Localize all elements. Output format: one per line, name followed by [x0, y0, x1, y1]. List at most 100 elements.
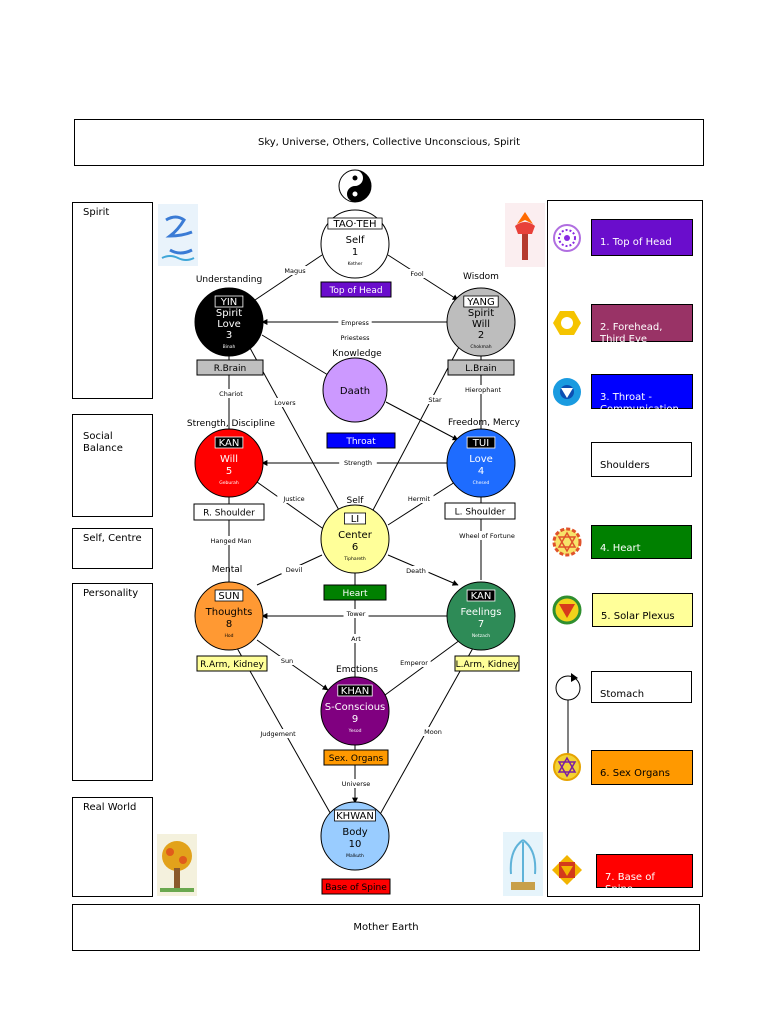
path-label-bg [424, 395, 446, 404]
body-tag-box [321, 878, 391, 895]
path-label: Death [406, 567, 426, 575]
sephira-tag: LI [351, 514, 360, 525]
sephira-tag: TUI [472, 438, 489, 449]
body-tag: R.Brain [196, 359, 264, 376]
body-tag-box [454, 655, 520, 672]
path-label-bg [208, 536, 254, 545]
path-label-bg [338, 318, 372, 327]
sephira-name: Self [346, 235, 365, 246]
sephira-daath: Daath [322, 357, 388, 423]
path-label-bg [339, 458, 377, 467]
side-label-text: Self, Centre [83, 533, 142, 544]
spirit-art-icon [158, 204, 198, 266]
legend-shoulders: Shoulders [591, 442, 692, 477]
sephira-hebrew-name: Binah [223, 344, 236, 350]
side-label-personality: Personality [72, 583, 153, 781]
body-tag-text: Base of Spine [325, 883, 387, 893]
path-label-bg [404, 494, 434, 503]
path-label: Justice [282, 495, 304, 503]
throat-chakra-icon [553, 378, 581, 406]
sephira-name: Will [220, 454, 238, 465]
sephira-tag-box [327, 217, 383, 230]
legend-text: 4. Heart [600, 543, 641, 554]
sephira-tag: YIN [220, 297, 238, 308]
path-label-bg [257, 729, 299, 738]
body-tag-text: Throat [345, 437, 376, 447]
sephira-tag-box [214, 295, 244, 308]
sephira-name-2: Will [472, 319, 490, 330]
path-star [371, 344, 461, 513]
body-tag-text: R.Arm, Kidney [200, 660, 264, 670]
path-label-bg [451, 531, 523, 540]
sephira-tag: YANG [466, 297, 494, 308]
sephira-heading: Strength, Discipline [187, 419, 276, 429]
body-tag-text: L. Shoulder [455, 508, 506, 518]
sephira-heading: Emotions [336, 665, 378, 675]
sephira-hebrew-name: Malkuth [346, 853, 364, 859]
sephira-circle [446, 581, 516, 651]
path-label: Wheel of Fortune [459, 532, 515, 540]
sephira-name: Thoughts [205, 607, 253, 618]
side-label-text: Personality [83, 588, 139, 599]
path-label-bg [334, 333, 376, 342]
body-tag: R. Shoulder [193, 503, 265, 521]
sephira-number: 6 [352, 542, 358, 553]
heart-chakra-icon [552, 527, 582, 557]
legend-heart: 4. Heart [591, 525, 692, 559]
body-tag-box [444, 502, 516, 520]
sephira-circle [320, 504, 390, 574]
sephira-heading: Knowledge [332, 349, 382, 359]
path-label: Sun [281, 657, 293, 665]
sephira-circle [194, 287, 264, 357]
path-label-bg [460, 385, 506, 394]
path-justice [256, 481, 326, 531]
path-label-bg [347, 634, 365, 643]
sephira-number: 7 [478, 619, 484, 630]
sephira-name: Daath [340, 386, 370, 397]
sephira-heading: Understanding [196, 275, 262, 285]
sephiroth-nodes: TAO·TEHSelf1KetherYINSpiritLove3BinahYAN… [194, 209, 516, 871]
sephira-number: 2 [478, 330, 484, 341]
sephira-number: 9 [352, 714, 358, 725]
body-tag: Heart [323, 584, 387, 601]
solar-plexus-chakra-icon [552, 595, 582, 625]
path-label: Tower [346, 610, 366, 618]
sephira-tag: KAN [471, 591, 492, 602]
body-tag-text: Top of Head [328, 286, 382, 296]
root-chakra-icon [552, 855, 582, 885]
sephira-tag: SUN [218, 591, 239, 602]
legend-sex-organs: 6. Sex Organs [591, 750, 693, 785]
path-label: Devil [286, 566, 303, 574]
path-emperor [384, 639, 461, 696]
path-label: Empress [341, 319, 369, 327]
top-banner: Sky, Universe, Others, Collective Uncons… [74, 119, 704, 166]
path-hermit [387, 481, 456, 526]
path-label: Priestess [341, 334, 371, 342]
top-banner-text: Sky, Universe, Others, Collective Uncons… [257, 137, 521, 148]
sephira-heading: Self [347, 496, 365, 506]
sephira-tag-box [463, 295, 499, 308]
body-tag-box [323, 584, 387, 601]
yin-yang-icon [338, 169, 372, 203]
sephira-number: 3 [226, 330, 232, 341]
sephira-tag-box [214, 589, 244, 602]
sephira-tag: KHWAN [336, 811, 374, 822]
legend-top-of-head: 1. Top of Head [591, 219, 693, 256]
sephira-hebrew-name: Chesed [473, 480, 490, 486]
path-label-bg [214, 389, 248, 398]
sephira-circle [194, 428, 264, 498]
path-label: Emperor [400, 659, 428, 667]
third-eye-chakra-icon [553, 311, 581, 335]
sephira-name: Center [338, 530, 373, 541]
path-daath-tui [385, 401, 459, 441]
legend-text: 7. Base of Spine [605, 872, 655, 895]
path-label: Art [351, 635, 361, 643]
side-label-spirit: Spirit [72, 202, 153, 399]
tree-art-icon [157, 834, 197, 896]
